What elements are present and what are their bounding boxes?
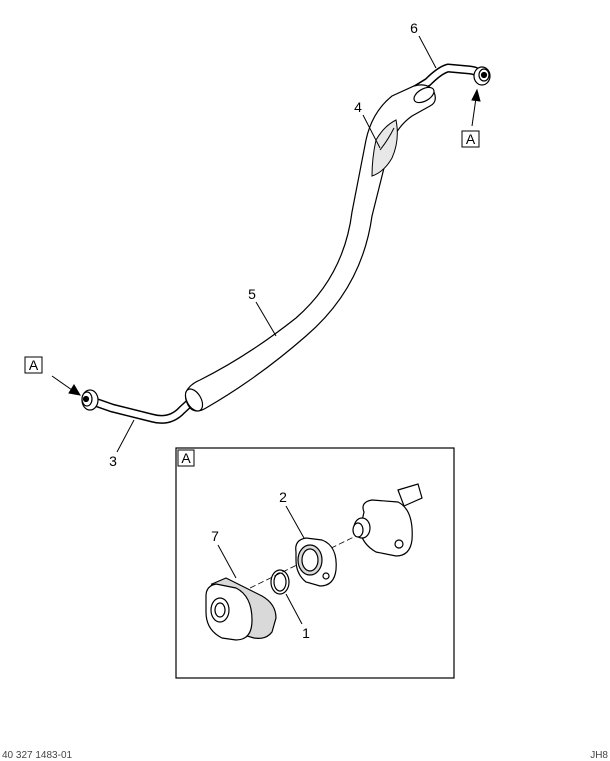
view-ref-left: A <box>24 356 43 374</box>
fitting-left <box>81 389 99 411</box>
callout-2: 2 <box>279 489 287 505</box>
gasket-bore <box>301 548 319 572</box>
tube-inner <box>89 65 483 423</box>
callout-6: 6 <box>410 20 418 36</box>
view-ref-top-box <box>461 130 480 148</box>
leader-4 <box>362 114 381 149</box>
leader-1 <box>285 593 303 625</box>
gasket-hole <box>322 572 330 580</box>
hose-end-upper <box>413 86 435 104</box>
hose-sleeve-outline <box>184 84 436 412</box>
fitting-right <box>473 66 491 86</box>
flange-spigot-face <box>352 522 364 538</box>
hose-end-lower <box>184 388 204 412</box>
connector-bore-inner <box>214 602 226 618</box>
footer-drawing-number: 40 327 1483-01 <box>2 750 73 761</box>
detail-ref-label: A <box>181 450 191 466</box>
callout-1: 1 <box>302 625 310 641</box>
view-ref-left-box <box>24 356 43 374</box>
view-ref-left-label: A <box>29 357 39 373</box>
arrow-top-shaft <box>471 97 477 127</box>
detail-leaders <box>217 505 305 625</box>
fitting-right-bore <box>480 71 488 79</box>
gasket <box>295 537 337 587</box>
inner-tube-visible <box>379 127 395 151</box>
connector-body <box>205 577 277 641</box>
o-ring <box>270 569 290 595</box>
callout-5: 5 <box>248 286 256 302</box>
view-ref-top: A <box>461 130 480 148</box>
callout-4: 4 <box>354 99 362 115</box>
leader-5 <box>255 301 277 337</box>
o-ring-outer <box>270 569 290 595</box>
arrow-top-head <box>471 88 481 102</box>
footer-code: JH8 <box>590 750 608 761</box>
fitting-left-bore <box>82 395 90 403</box>
arrow-left-head <box>68 384 81 396</box>
leader-6 <box>418 35 437 69</box>
view-arrows <box>51 88 481 396</box>
arrow-left-shaft <box>51 375 73 391</box>
o-ring-inner <box>273 572 287 592</box>
view-ref-top-label: A <box>466 131 476 147</box>
tube-flange <box>352 483 423 557</box>
callout-7: 7 <box>211 528 219 544</box>
leader-2 <box>285 505 305 539</box>
hose-sleeve <box>184 84 436 412</box>
tube-outline <box>87 63 485 424</box>
tube-stub <box>397 483 423 507</box>
detail-view-a: A <box>175 447 455 679</box>
flange-hole <box>394 539 404 549</box>
leader-3 <box>116 419 135 453</box>
detail-frame <box>175 447 455 679</box>
callout-3: 3 <box>109 453 117 469</box>
detail-ref-box <box>177 449 195 467</box>
leader-lines <box>116 35 437 453</box>
leader-7 <box>217 544 237 579</box>
tube-assembly <box>87 63 485 424</box>
assembly-axis <box>241 529 369 593</box>
